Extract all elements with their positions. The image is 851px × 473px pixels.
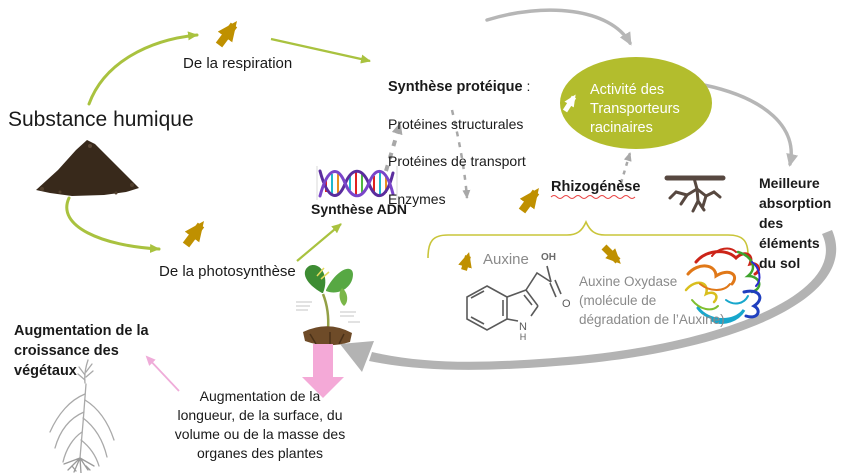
chem-label-oh: OH <box>541 252 556 263</box>
dna-image <box>316 166 398 200</box>
gray-arc-transporters-to-absorption-icon <box>702 83 799 167</box>
arrow-soil-to-respiration-icon <box>87 31 199 106</box>
white-up-arrow-icon <box>562 94 577 113</box>
wheat-plant-sketch <box>49 359 115 473</box>
pink-down-arrow-icon <box>302 344 344 398</box>
gray-arc-protein-to-transporters-icon <box>485 8 632 46</box>
chem-label-n: N <box>519 321 527 333</box>
absorption-label: Meilleure absorption des éléments du sol <box>759 175 832 271</box>
auxin-label: Auxine <box>483 251 529 268</box>
gold-up-arrow-auxin-icon <box>458 252 472 271</box>
arrow-to-dna-synthesis-icon <box>296 223 342 262</box>
yellow-brace <box>427 220 749 259</box>
gold-up-arrow-rhizogenesis-icon <box>518 187 540 214</box>
transporter-activity-label: Activité des Transporteurs racinaires <box>590 82 680 136</box>
gold-up-arrow-photosynthesis-icon <box>182 221 205 248</box>
dna-synthesis-label: Synthèse ADN <box>311 201 407 217</box>
auxin-oxidase-label: Auxine Oxydase (molécule de dégradation … <box>579 274 725 327</box>
root-icon <box>664 175 726 213</box>
red-wavy-underline <box>550 195 636 199</box>
protein-synthesis-item: Protéines de transport <box>388 153 526 169</box>
transporter-activity-ellipse <box>560 57 712 149</box>
respiration-label: De la respiration <box>183 55 293 72</box>
dashed-arrow-protein-to-auxin-icon <box>450 109 471 199</box>
arrow-soil-to-photosynthesis-icon <box>65 196 161 254</box>
big-gray-swoosh-arrow-icon <box>340 230 837 372</box>
pink-arrow-to-growth-icon <box>145 355 180 392</box>
dashed-arrow-dna-to-protein-synthesis-icon <box>384 122 403 172</box>
rhizogenesis-label: Rhizogénèse <box>551 179 641 195</box>
protein-synthesis-title: Synthèse protéique <box>388 79 523 95</box>
chem-label-o: O <box>562 298 571 310</box>
substance-humique-label: Substance humique <box>8 108 194 131</box>
chem-label-h: H <box>520 332 527 342</box>
growth-title-label: Augmentation de la croissance des végéta… <box>14 323 149 379</box>
protein-structure-image <box>684 247 762 324</box>
protein-synthesis-item: Enzymes <box>388 190 446 207</box>
protein-synthesis-item: Protéines structurales <box>388 115 524 132</box>
arrow-respiration-to-protein-synthesis-icon <box>270 37 371 64</box>
organ-growth-label: Augmentation de la longueur, de la surfa… <box>174 388 346 461</box>
soil-pile-image <box>36 140 139 196</box>
gold-down-arrow-auxin-oxidase-icon <box>601 244 621 264</box>
gold-up-arrow-respiration-icon <box>215 21 238 48</box>
seedling-image <box>296 265 360 346</box>
auxin-molecule-structure: N H O OH <box>466 252 571 342</box>
photosynthesis-label: De la photosynthèse <box>159 263 296 280</box>
protein-synthesis-block: Synthèse protéique : Protéines structura… <box>388 41 530 227</box>
protein-synthesis-colon: : <box>522 78 531 94</box>
